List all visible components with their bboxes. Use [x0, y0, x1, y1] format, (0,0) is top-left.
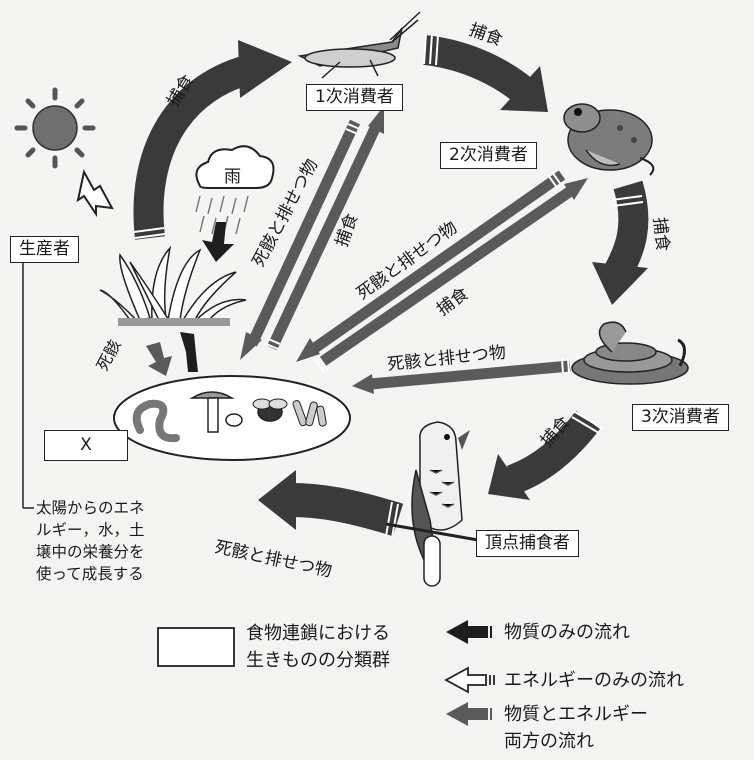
arrow-primary-to-secondary [423, 33, 548, 112]
producer-note-line: ルギー，水，土 [36, 521, 145, 539]
snake-icon [571, 321, 689, 385]
grasshopper-icon [297, 11, 421, 79]
producer-note-line: 太陽からのエネ [36, 499, 145, 517]
label-rain: 雨 [224, 167, 241, 187]
legend-box-desc: 食物連鎖における 生きものの分類群 [246, 620, 390, 674]
node-tertiary-consumer: 3次消費者 [632, 404, 729, 431]
producer-note-line: 使って成長する [36, 565, 144, 583]
hawk-icon [385, 421, 479, 587]
legend-matter-only: 物質のみの流れ [504, 622, 630, 643]
arrow-secondary-to-tertiary [592, 180, 649, 305]
legend-matter-arrow [446, 620, 492, 644]
legend-box-swatch [157, 627, 235, 667]
node-secondary-consumer: 2次消費者 [440, 142, 537, 169]
producer-note-line: 壌中の栄養分を [36, 543, 145, 561]
decomposer-group [113, 375, 351, 461]
arrow-producer-to-primary [133, 40, 292, 240]
legend-both-arrow [446, 702, 492, 726]
producer-connector [22, 262, 34, 509]
node-apex-predator: 頂点捕食者 [476, 530, 579, 557]
node-primary-consumer: 1次消費者 [306, 84, 403, 111]
legend-energy-only: エネルギーのみの流れ [504, 670, 684, 691]
node-producer: 生産者 [10, 236, 79, 263]
label-predation-decomposer-secondary: 捕食 [433, 284, 472, 320]
label-predation-secondary-tertiary: 捕食 [649, 216, 672, 252]
arrow-apex-remains [258, 470, 404, 539]
legend-energy-arrow [444, 666, 495, 694]
rain-cloud-icon [195, 145, 275, 235]
legend-box-desc-line: 食物連鎖における [246, 623, 390, 644]
thin-arrow-stripes [263, 123, 570, 374]
legend-both-line: 両方の流れ [504, 731, 594, 752]
frog-icon [563, 103, 655, 176]
node-decomposer: X [44, 430, 128, 461]
matter-arrow-rain [202, 222, 234, 262]
thin-arrows [240, 106, 588, 394]
label-remains-apex: 死骸と排せつ物 [213, 537, 334, 581]
arrow-tertiary-to-apex [488, 410, 603, 500]
producer-note: 太陽からのエネ ルギー，水，土 壌中の栄養分を 使って成長する [36, 497, 145, 585]
legend-box-desc-line: 生きものの分類群 [246, 650, 390, 671]
sun-icon [14, 87, 96, 169]
legend-both: 物質とエネルギー 両方の流れ [504, 701, 648, 755]
grass-icon [99, 245, 247, 326]
remains-arrow [146, 332, 198, 376]
label-remains-producer: 死骸 [93, 337, 125, 374]
legend-both-line: 物質とエネルギー [504, 704, 648, 725]
energy-arrow-sun [76, 169, 114, 218]
